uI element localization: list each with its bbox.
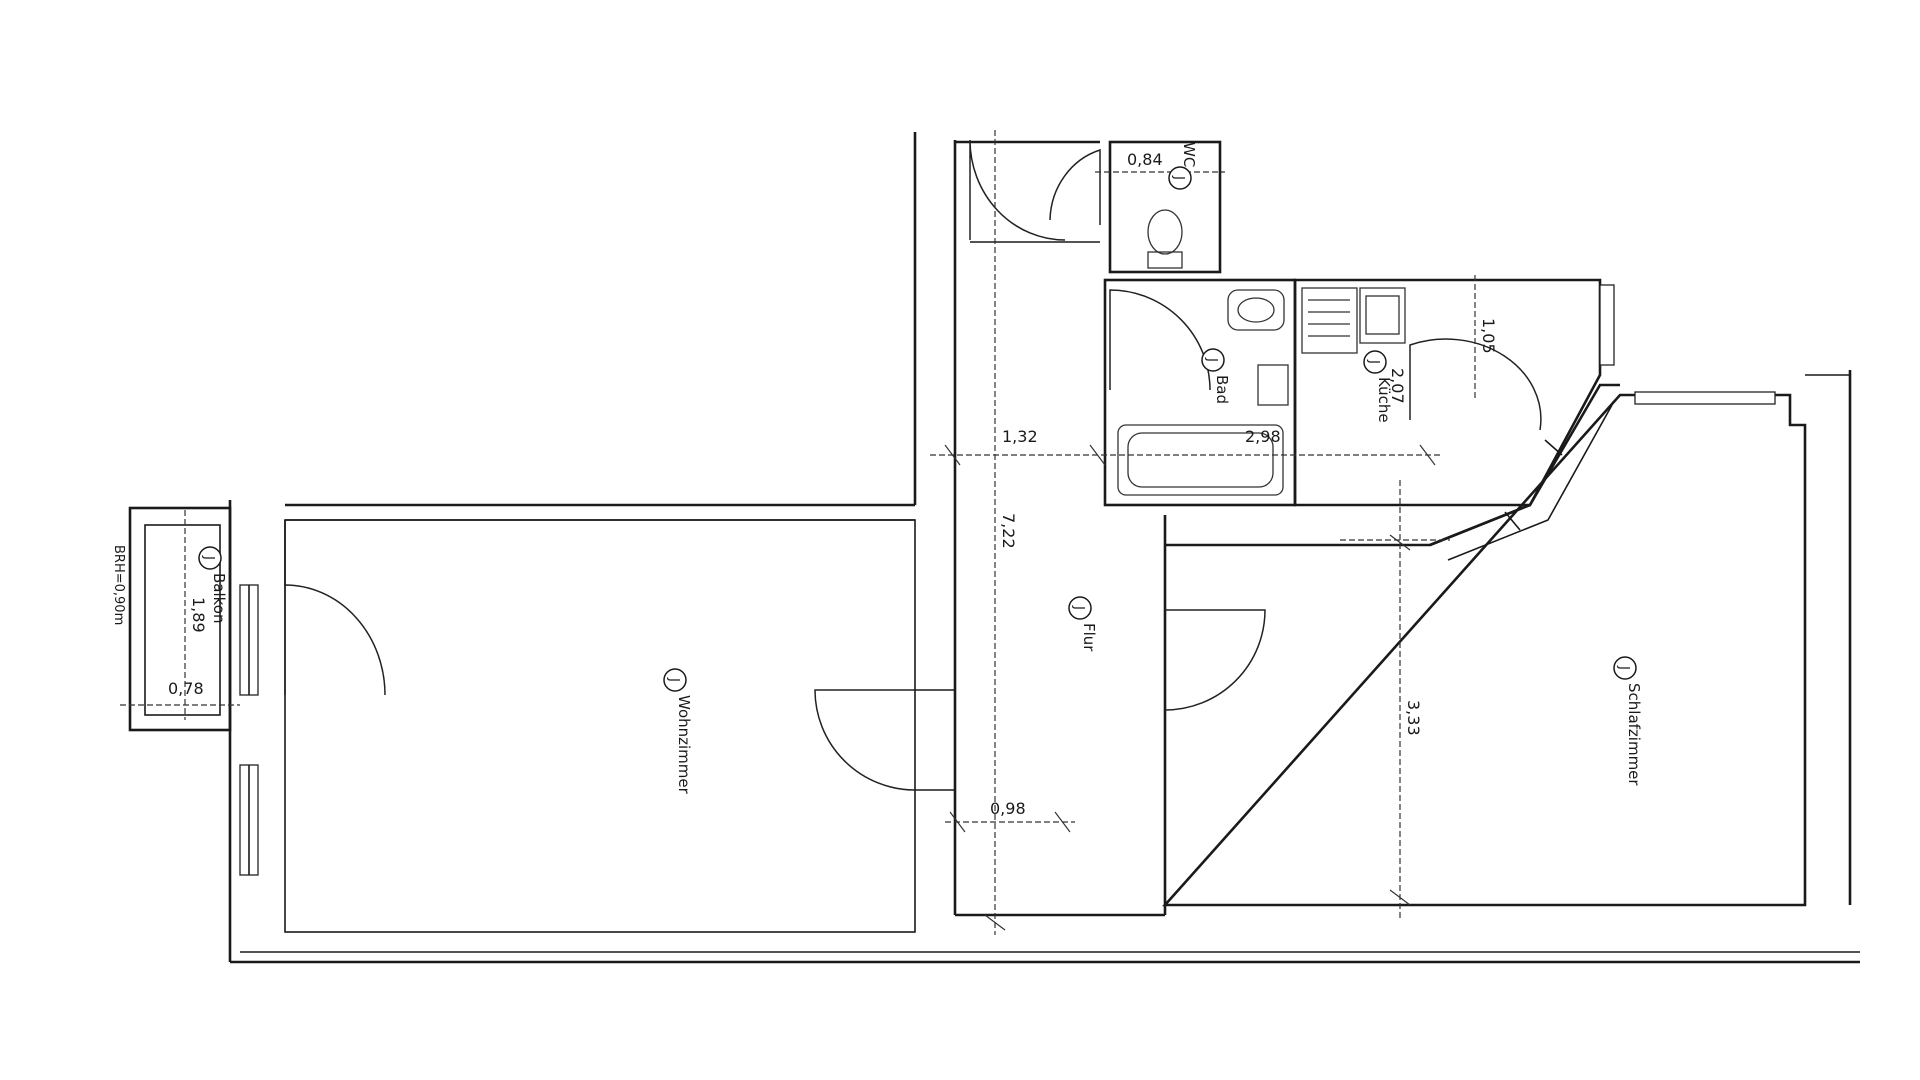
wohnzimmer-door-swing (814, 689, 916, 791)
diagonal-window-2 (1544, 439, 1563, 456)
dim-hall-width: 0,98 (990, 799, 1026, 818)
wohnzimmer-marker-circle (663, 668, 687, 692)
wc-label: WC (1180, 142, 1198, 167)
kueche-marker-circle (1363, 350, 1387, 374)
schlafzimmer-marker: J (1616, 665, 1631, 670)
kueche-label-group: J Küche (1363, 350, 1393, 423)
bad-outline (1103, 278, 1297, 507)
kueche-outline (1293, 278, 1602, 507)
kueche-door-swing (1409, 338, 1542, 431)
bad-label-group: J Bad (1201, 348, 1231, 404)
dim-balcony-width: 0,78 (168, 679, 204, 698)
bad-appliance (1257, 364, 1289, 406)
schlafzimmer-marker-circle (1613, 656, 1637, 680)
schlafzimmer-label-group: J Schlafzimmer (1613, 656, 1643, 786)
balkon-marker: J (201, 555, 216, 560)
dim-balcony-length: 1,89 (189, 597, 208, 633)
schlafzimmer-label: Schlafzimmer (1625, 683, 1643, 786)
schlafzimmer-outline (1162, 393, 1807, 907)
bad-door-swing (1109, 289, 1211, 391)
bad-bathtub-inner (1127, 432, 1274, 488)
wohnzimmer-outline (284, 519, 916, 933)
flur-label: Flur (1080, 623, 1098, 652)
dim-kitchen-height: 1,05 (1479, 318, 1498, 354)
wc-toilet-tank (1147, 251, 1183, 269)
kueche-label: Küche (1375, 377, 1393, 423)
flur-marker-circle (1068, 596, 1092, 620)
dim-hall-span: 1,32 (1002, 427, 1038, 446)
kueche-sink (1359, 287, 1406, 344)
dim-wc-width: 0,84 (1127, 150, 1163, 169)
wohnzimmer-label: Wohnzimmer (675, 695, 693, 795)
dim-kitchen-width: 2,07 (1388, 368, 1407, 404)
dim-tick-4 (984, 914, 1006, 931)
dim-bath-kitchen-span: 2,98 (1245, 427, 1281, 446)
bad-label: Bad (1213, 375, 1231, 404)
dim-balcony-area: BRH=0,90m (111, 545, 126, 625)
balkon-inner (144, 524, 221, 716)
schlafzimmer-window (1634, 391, 1776, 405)
dim-tick-1 (944, 444, 961, 466)
dim-bedroom-depth: 3,33 (1404, 700, 1423, 736)
kueche-stove (1301, 287, 1358, 354)
bad-marker: J (1204, 357, 1219, 362)
flur-marker: J (1071, 605, 1086, 610)
wc-marker: J (1171, 175, 1186, 180)
wc-toilet (1147, 209, 1183, 255)
wc-label-group: J WC (1168, 142, 1198, 190)
balkon-outline (128, 506, 232, 732)
dim-tick-5 (949, 811, 966, 833)
wohnzimmer-marker: J (666, 677, 681, 682)
diagonal-wall-inner (1447, 404, 1613, 561)
dim-tick-7 (1389, 534, 1411, 551)
balcony-door-swing (284, 584, 386, 696)
kueche-window (1599, 284, 1615, 366)
schlafzimmer-door-swing (1164, 609, 1266, 711)
bad-bathtub (1117, 424, 1284, 496)
diagonal-wall (1429, 383, 1620, 547)
balkon-marker-circle (198, 546, 222, 570)
balkon-label: Balkon (210, 573, 228, 624)
dim-tick-8 (1389, 889, 1411, 906)
dim-tick-3 (1419, 444, 1436, 466)
bad-sink-bowl (1237, 297, 1275, 323)
bad-sink (1227, 289, 1285, 331)
balkon-label-group: J Balkon (198, 546, 228, 624)
wc-door-swing (1049, 148, 1101, 225)
kueche-sink-bowl (1365, 295, 1400, 335)
kueche-marker: J (1366, 359, 1381, 364)
wc-marker-circle (1168, 166, 1192, 190)
bad-marker-circle (1201, 348, 1225, 372)
wc-outline (1108, 140, 1222, 274)
dim-tick-6 (1054, 811, 1071, 833)
wohnzimmer-label-group: J Wohnzimmer (663, 668, 693, 795)
dim-tick-2 (1089, 444, 1106, 466)
flur-label-group: J Flur (1068, 596, 1098, 652)
entry-door-swing (969, 139, 1066, 241)
dim-hall-length: 7,22 (999, 513, 1018, 549)
